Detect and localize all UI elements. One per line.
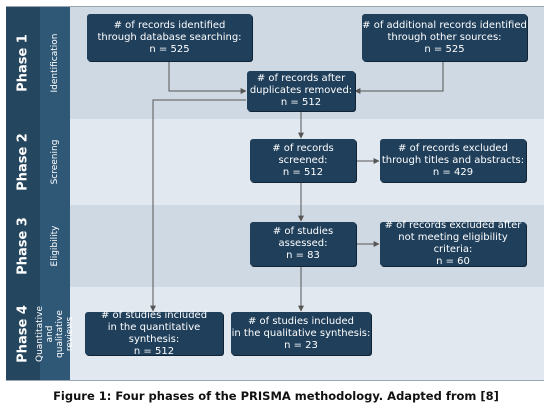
figure-caption: Figure 1: Four phases of the PRISMA meth… — [53, 389, 499, 403]
qualitative-synthesis-box: # of studies included in the qualitative… — [231, 312, 371, 355]
phase-1-label-cell: Phase 1 — [6, 7, 41, 119]
other-sources-box: # of additional records identified throu… — [362, 14, 527, 61]
screened-box: # of records screened: n = 512 — [250, 139, 356, 182]
excluded-titles-text: # of records excluded through titles and… — [381, 142, 525, 178]
reviews-label-cell: Quantitative and qualitative reviews — [35, 287, 75, 380]
screening-label: Screening — [50, 139, 60, 185]
phase-3-label: Phase 3 — [15, 217, 31, 275]
excluded-eligibility-box: # of records excluded after not meeting … — [380, 220, 526, 267]
other-sources-text: # of additional records identified throu… — [362, 19, 527, 55]
phase-3-label-cell: Phase 3 — [6, 205, 41, 287]
identification-label-cell: Identification — [40, 7, 70, 119]
phase-4-label: Phase 4 — [15, 304, 31, 363]
phase-1-label: Phase 1 — [15, 34, 31, 92]
eligibility-label: Eligibility — [50, 225, 60, 267]
database-search-text: # of records identified through database… — [97, 19, 242, 55]
identification-label: Identification — [50, 33, 60, 93]
after-duplicates-text: # of records after duplicates removed: n… — [249, 73, 353, 108]
assessed-box: # of studies assessed: n = 83 — [250, 222, 356, 266]
reviews-label: Quantitative and qualitative reviews — [35, 305, 75, 362]
assessed-text: # of studies assessed: n = 83 — [272, 226, 334, 261]
database-search-box: # of records identified through database… — [87, 14, 252, 61]
quantitative-synthesis-text: # of studies included in the quantitativ… — [100, 309, 208, 357]
phase-2-label-cell: Phase 2 — [6, 119, 41, 205]
qualitative-synthesis-text: # of studies included in the qualitative… — [231, 315, 371, 351]
excluded-eligibility-text: # of records excluded after not meeting … — [384, 220, 522, 267]
eligibility-label-cell: Eligibility — [40, 205, 70, 287]
quantitative-synthesis-box: # of studies included in the quantitativ… — [85, 309, 223, 357]
excluded-titles-box: # of records excluded through titles and… — [380, 139, 526, 182]
phase-2-label: Phase 2 — [15, 133, 31, 191]
screened-text: # of records screened: n = 512 — [272, 142, 334, 178]
after-duplicates-box: # of records after duplicates removed: n… — [247, 71, 355, 111]
screening-label-cell: Screening — [40, 119, 70, 205]
